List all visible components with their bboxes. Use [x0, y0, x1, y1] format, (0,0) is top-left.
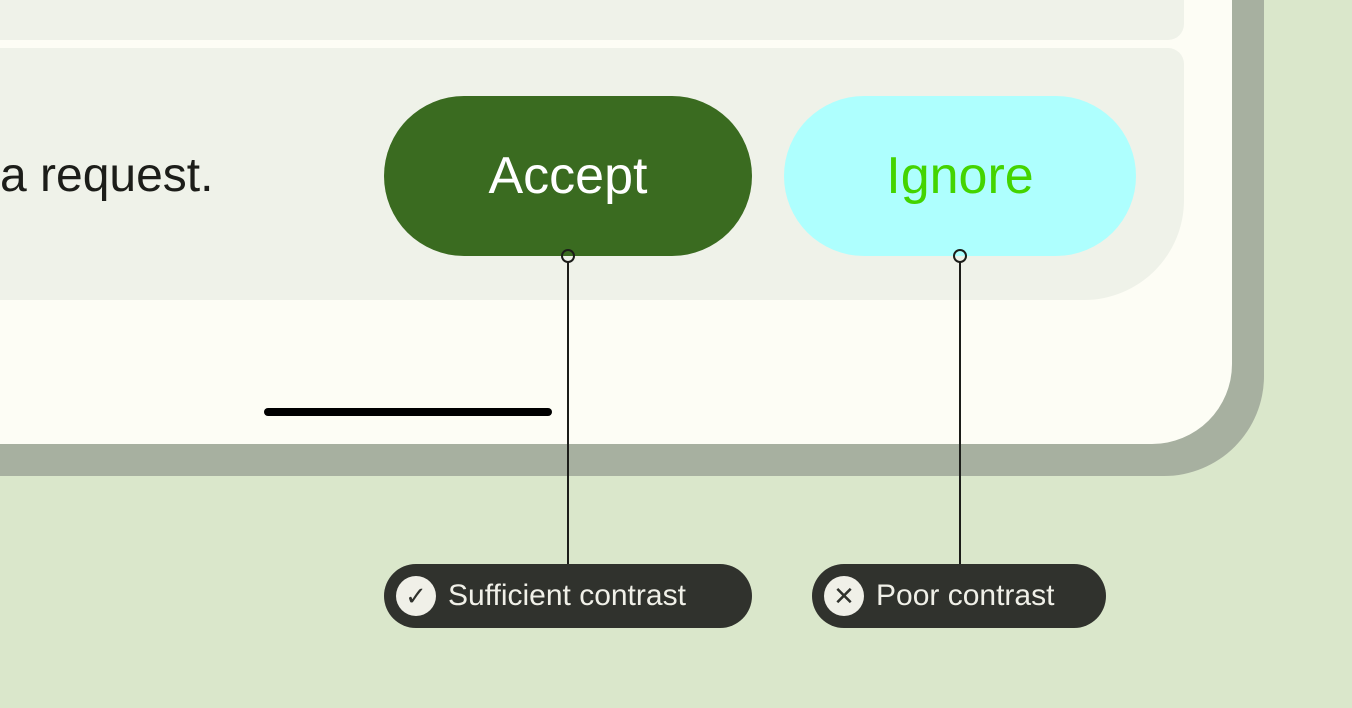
- check-circle-icon: ✓: [396, 576, 436, 616]
- annotation-dot-ignore: [953, 249, 967, 263]
- annotation-dot-accept: [561, 249, 575, 263]
- chip-label: Sufficient contrast: [448, 579, 686, 612]
- chip-label: Poor contrast: [876, 579, 1055, 612]
- sufficient-contrast-chip: ✓ Sufficient contrast: [384, 564, 752, 628]
- home-indicator: [264, 408, 552, 416]
- x-circle-icon: ✕: [824, 576, 864, 616]
- request-message: a request.: [0, 149, 214, 202]
- annotation-line-accept: [567, 262, 569, 564]
- ignore-button[interactable]: Ignore: [784, 96, 1136, 256]
- poor-contrast-chip: ✕ Poor contrast: [812, 564, 1106, 628]
- annotation-line-ignore: [959, 262, 961, 564]
- accept-button[interactable]: Accept: [384, 96, 752, 256]
- card-top: [0, 0, 1184, 40]
